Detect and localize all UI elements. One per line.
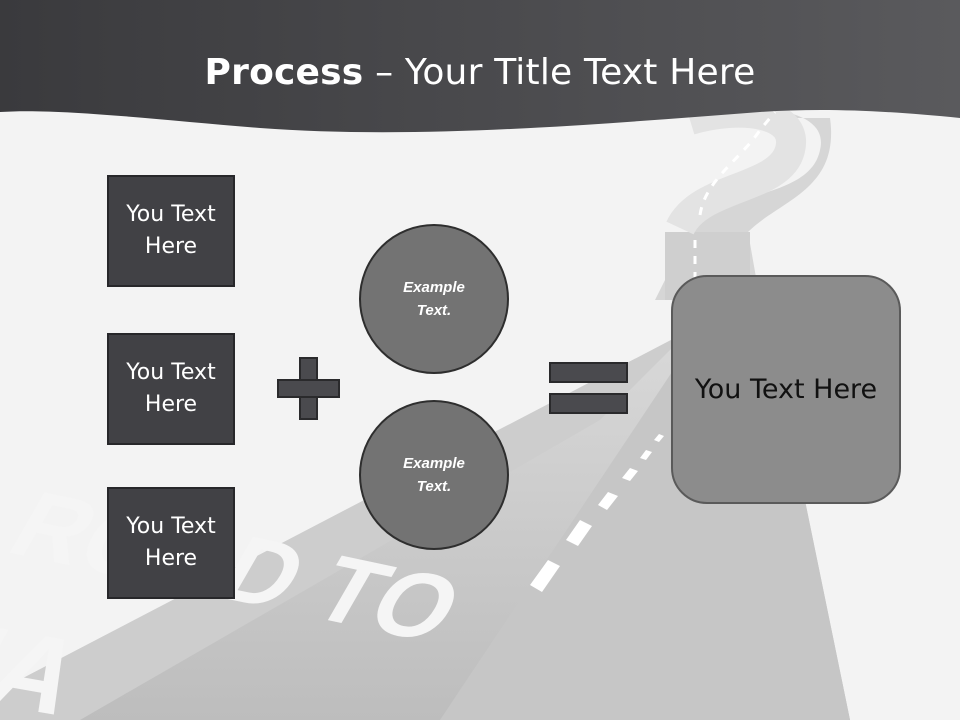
- example-circle-1[interactable]: Example Text.: [359, 224, 509, 374]
- text-box-2[interactable]: You Text Here: [107, 333, 235, 445]
- text-box-1-label: You Text Here: [126, 202, 216, 259]
- example-circle-1-label: Example Text.: [403, 279, 465, 319]
- result-box[interactable]: You Text Here: [671, 275, 901, 504]
- plus-sign-icon: [277, 357, 340, 420]
- result-box-label: You Text Here: [694, 374, 878, 405]
- text-box-3[interactable]: You Text Here: [107, 487, 235, 599]
- example-circle-2[interactable]: Example Text.: [359, 400, 509, 550]
- text-box-2-label: You Text Here: [126, 360, 216, 417]
- title-rest: – Your Title Text Here: [363, 52, 756, 93]
- slide-title: Process – Your Title Text Here: [0, 52, 960, 93]
- title-bold: Process: [204, 52, 364, 93]
- equals-sign-icon: [549, 362, 628, 414]
- example-circle-2-label: Example Text.: [403, 455, 465, 495]
- text-box-3-label: You Text Here: [126, 514, 216, 571]
- text-box-1[interactable]: You Text Here: [107, 175, 235, 287]
